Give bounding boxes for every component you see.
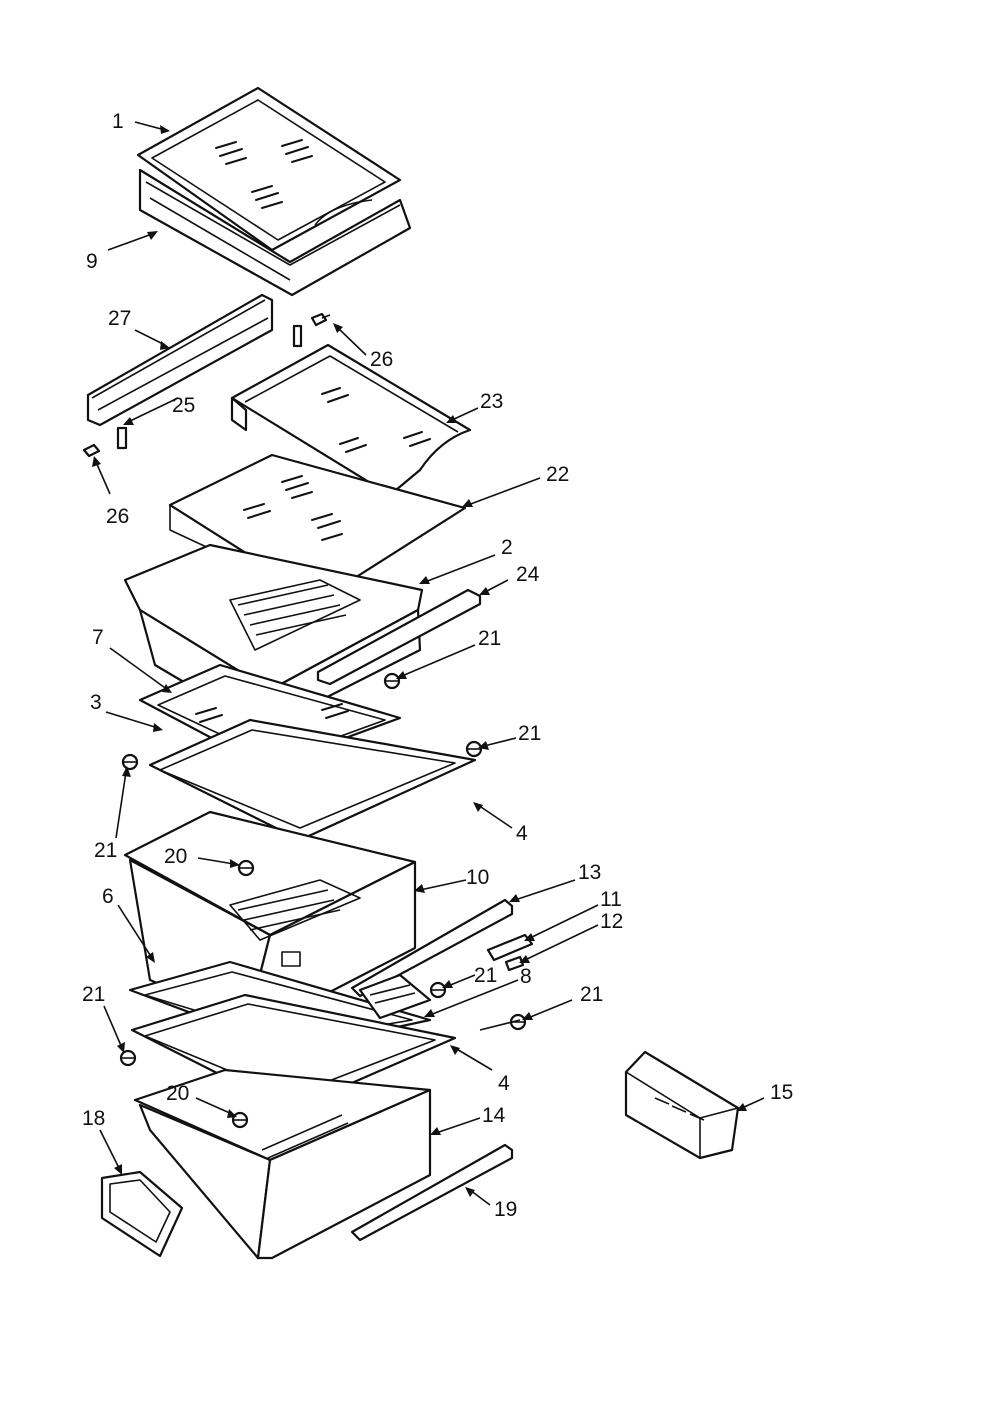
callout-20-bottom: 20 <box>166 1082 189 1105</box>
rail-13 <box>350 898 514 998</box>
callout-21-e: 21 <box>580 983 603 1006</box>
callout-26-top: 26 <box>370 348 393 371</box>
callout-15: 15 <box>770 1081 793 1104</box>
callout-1: 1 <box>112 110 124 133</box>
callout-4-top: 4 <box>516 822 528 845</box>
callout-13: 13 <box>578 861 601 884</box>
callout-26-bottom: 26 <box>106 505 129 528</box>
callout-10: 10 <box>466 866 489 889</box>
callout-9: 9 <box>86 250 98 273</box>
callout-27: 27 <box>108 307 131 330</box>
callout-21-d: 21 <box>474 964 497 987</box>
rail-19 <box>350 1143 514 1242</box>
door-bin-15 <box>624 1050 740 1160</box>
callout-23: 23 <box>480 390 503 413</box>
fastener-21a <box>383 672 401 690</box>
callout-7: 7 <box>92 626 104 649</box>
callout-21-c: 21 <box>94 839 117 862</box>
fastener-20b <box>231 1111 249 1129</box>
rail-24 <box>316 588 482 686</box>
screw-25-bottom <box>116 426 128 450</box>
shelf-cover-23 <box>230 343 472 497</box>
callout-labels: 1 9 27 26 25 23 26 22 2 24 7 21 3 21 4 2… <box>82 110 793 1221</box>
callout-24: 24 <box>516 563 540 586</box>
callout-6: 6 <box>102 885 114 908</box>
callout-14: 14 <box>482 1104 506 1127</box>
callout-8: 8 <box>520 965 532 988</box>
callout-22: 22 <box>546 463 569 486</box>
callout-18: 18 <box>82 1107 105 1130</box>
callout-3: 3 <box>90 691 102 714</box>
callout-11: 11 <box>600 888 622 911</box>
crisper-drawer-bottom <box>133 1068 432 1260</box>
damper-11 <box>486 933 534 962</box>
fastener-21d <box>429 981 447 999</box>
screw-25-top <box>292 324 303 348</box>
callout-2: 2 <box>501 536 513 559</box>
crisper-frame-3 <box>148 718 477 842</box>
shelf-frame <box>138 168 412 297</box>
screw-26-top <box>310 312 331 327</box>
control-8 <box>358 973 432 1020</box>
callout-21-a: 21 <box>478 627 501 650</box>
fastener-21f <box>119 1049 137 1067</box>
callout-4-bottom: 4 <box>498 1072 510 1095</box>
leader-lines <box>92 121 765 1206</box>
callout-25: 25 <box>172 394 195 417</box>
screw-26-bottom <box>82 443 101 458</box>
glass-shelf-top <box>136 86 402 252</box>
fastener-21b <box>465 740 483 758</box>
callout-21-b: 21 <box>518 722 541 745</box>
callout-19: 19 <box>494 1198 517 1221</box>
callout-20-top: 20 <box>164 845 187 868</box>
label-18 <box>100 1170 184 1258</box>
fastener-21c <box>121 753 139 771</box>
clip-12 <box>504 955 525 972</box>
trim-bar <box>86 293 274 427</box>
fastener-20a <box>237 859 255 877</box>
callout-12: 12 <box>600 910 623 933</box>
callout-21-f: 21 <box>82 983 105 1006</box>
